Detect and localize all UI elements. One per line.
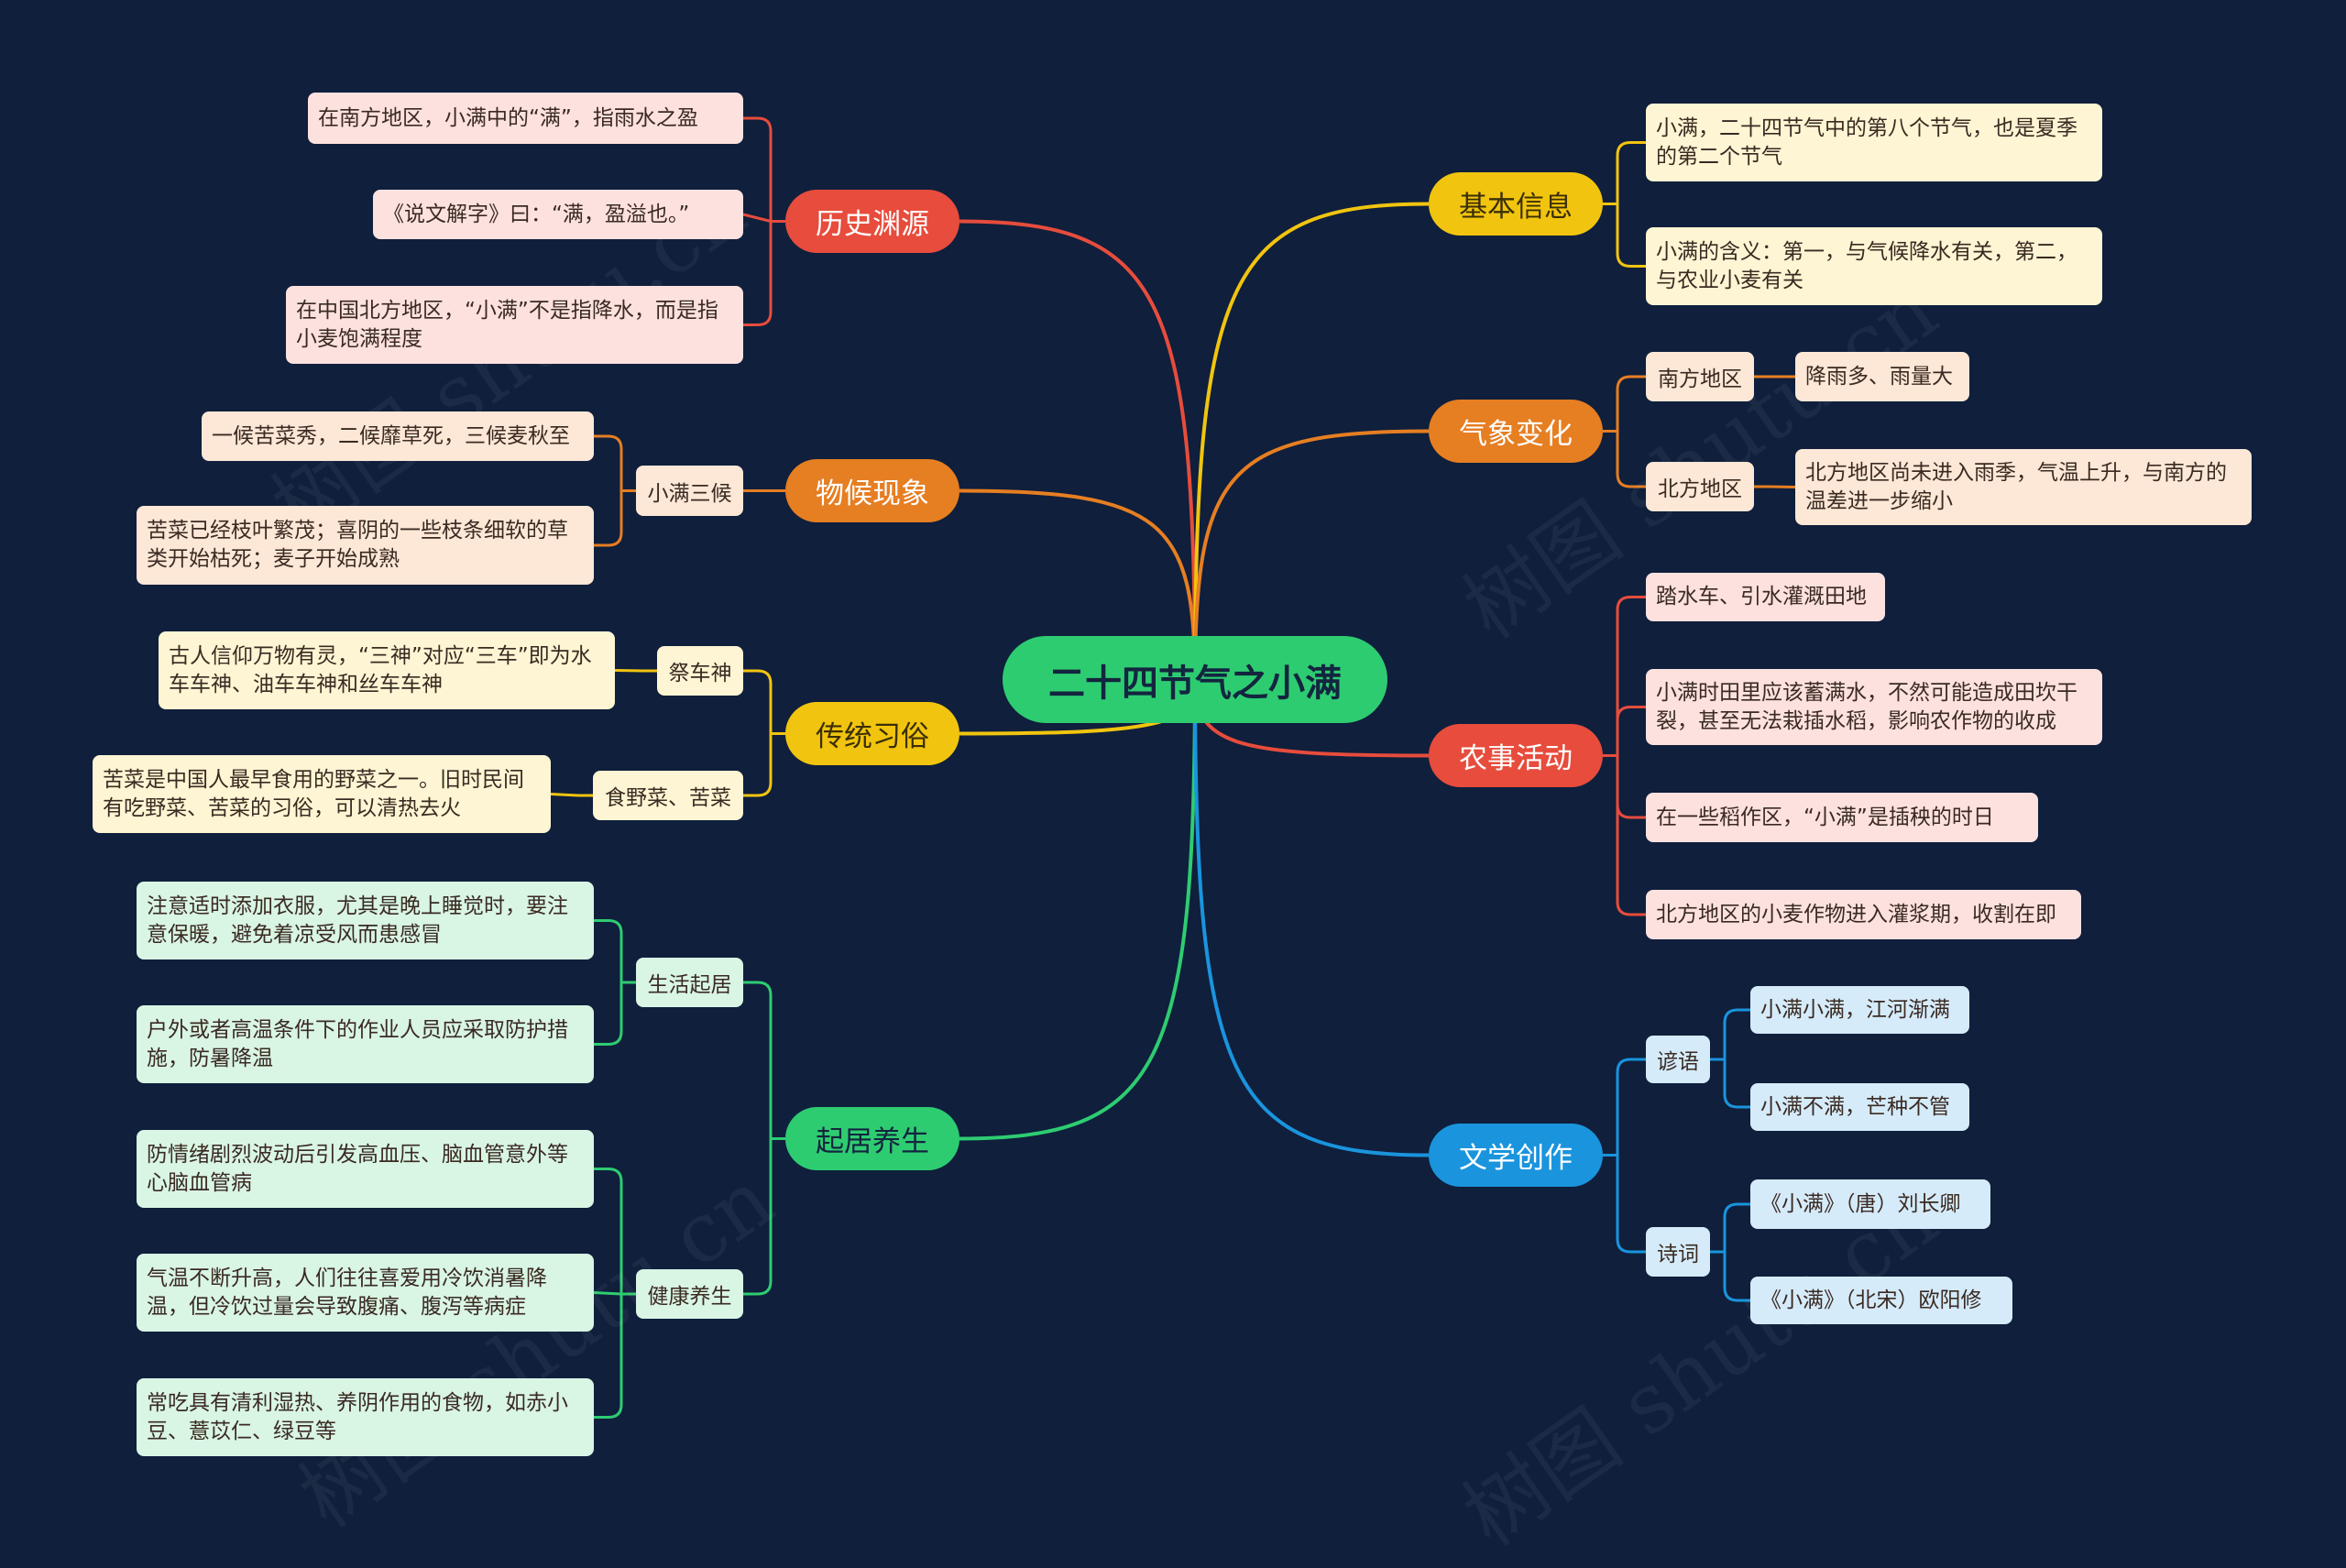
connector-line [959,678,1197,1141]
connector-line [1603,1154,1646,1254]
farming-item[interactable]: 在一些稻作区，“小满”是插秧的时日 [1646,793,2038,842]
connector-line [1710,1008,1750,1061]
health-sub[interactable]: 生活起居 [636,958,743,1007]
weather-item[interactable]: 降雨多、雨量大 [1795,352,1969,401]
connector-line [959,219,1197,680]
history-item[interactable]: 在南方地区，小满中的“满”，指雨水之盈 [308,93,743,144]
connector-line [1710,1202,1750,1254]
health-item[interactable]: 户外或者高温条件下的作业人员应采取防护措施，防暑降温 [137,1005,594,1083]
connector-line [742,213,785,223]
connector-line [1603,203,1646,268]
connector-line [1193,202,1430,680]
phenology-item[interactable]: 苦菜已经枝叶繁茂；喜阴的一些枝条细软的草类开始枯死；麦子开始成熟 [137,506,594,585]
connector-line [594,919,636,984]
connector-line [594,489,636,547]
literature-item[interactable]: 小满小满，江河渐满 [1750,986,1969,1034]
connector-line [743,669,785,735]
topic-basic-info[interactable]: 基本信息 [1429,172,1603,236]
connector-line [1603,706,1646,757]
customs-sub[interactable]: 祭车神 [657,646,743,696]
connector-line [743,116,785,223]
central-topic[interactable]: 二十四节气之小满 [1003,636,1387,723]
connector-line [1710,1058,1750,1109]
weather-sub[interactable]: 北方地区 [1646,462,1754,511]
connector-line [1603,596,1646,757]
literature-item[interactable]: 《小满》（北宋）欧阳修 [1750,1277,2012,1324]
history-item[interactable]: 《说文解字》曰：“满，盈溢也。” [373,190,743,239]
customs-sub[interactable]: 食野菜、苦菜 [593,771,743,820]
farming-item[interactable]: 小满时田里应该蓄满水，不然可能造成田坎干裂，甚至无法栽插水稻，影响农作物的收成 [1646,669,2102,745]
connector-line [1603,141,1646,205]
connector-line [594,434,636,492]
literature-sub[interactable]: 谚语 [1646,1036,1710,1083]
connector-line [614,669,657,673]
connector-line [594,981,636,1046]
weather-item[interactable]: 北方地区尚未进入雨季，气温上升，与南方的温差进一步缩小 [1795,449,2252,525]
connector-line [1754,485,1796,488]
connector-line [1603,754,1646,916]
connector-line [1603,754,1646,819]
literature-item[interactable]: 《小满》（唐）刘长卿 [1750,1179,1990,1229]
weather-sub[interactable]: 南方地区 [1646,352,1754,401]
basic-item[interactable]: 小满的含义：第一，与气候降水有关，第二，与农业小麦有关 [1646,227,2102,305]
topic-history[interactable]: 历史渊源 [785,190,959,253]
phenology-item[interactable]: 一候苦菜秀，二候靡草死，三候麦秋至 [202,411,594,461]
connector-line [1603,1058,1646,1157]
health-item[interactable]: 防情绪剧烈波动后引发高血压、脑血管意外等心脑血管病 [137,1130,594,1208]
customs-item[interactable]: 古人信仰万物有灵，“三神”对应“三车”即为水车车神、油车车神和丝车车神 [159,631,615,709]
phenology-sub[interactable]: 小满三候 [636,466,743,516]
connector-line [743,732,785,797]
basic-item[interactable]: 小满，二十四节气中的第八个节气，也是夏季的第二个节气 [1646,104,2102,181]
topic-phenology[interactable]: 物候现象 [785,459,959,522]
topic-customs[interactable]: 传统习俗 [785,702,959,765]
farming-item[interactable]: 北方地区的小麦作物进入灌浆期，收割在即 [1646,890,2081,939]
history-item[interactable]: 在中国北方地区，“小满”不是指降水，而是指小麦饱满程度 [286,286,743,364]
topic-health[interactable]: 起居养生 [785,1107,959,1170]
topic-literature[interactable]: 文学创作 [1429,1124,1603,1187]
connector-line [743,981,785,1140]
literature-sub[interactable]: 诗词 [1646,1227,1710,1277]
customs-item[interactable]: 苦菜是中国人最早食用的野菜之一。旧时民间有吃野菜、苦菜的习俗，可以清热去火 [93,755,551,833]
health-item[interactable]: 常吃具有清利湿热、养阴作用的食物，如赤小豆、薏苡仁、绿豆等 [137,1378,594,1456]
health-item[interactable]: 注意适时添加衣服，尤其是晚上睡觉时，要注意保暖，避免着凉受风而患感冒 [137,882,594,959]
connector-line [1193,678,1430,1157]
health-item[interactable]: 气温不断升高，人们往往喜爱用冷饮消暑降温，但冷饮过量会导致腹痛、腹泻等病症 [137,1254,594,1332]
connector-line [550,793,593,797]
farming-item[interactable]: 踏水车、引水灌溉田地 [1646,573,1885,621]
literature-item[interactable]: 小满不满，芒种不管 [1750,1083,1969,1131]
health-sub[interactable]: 健康养生 [636,1269,743,1319]
topic-farming[interactable]: 农事活动 [1429,724,1603,787]
topic-weather[interactable]: 气象变化 [1429,400,1603,463]
